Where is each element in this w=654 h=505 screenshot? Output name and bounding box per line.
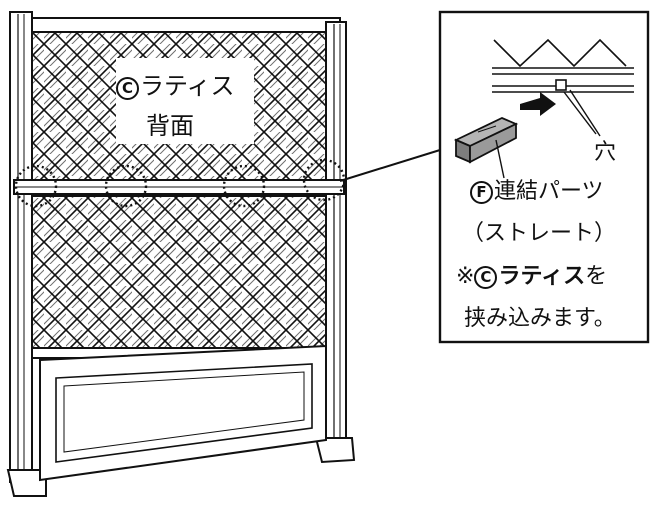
callout-frame [438, 10, 650, 344]
connection-marker [222, 164, 266, 208]
part-badge-c: C [116, 77, 139, 100]
connection-marker [104, 164, 148, 208]
lattice-side-label: 背面 [146, 112, 194, 140]
rail-hole [555, 79, 567, 91]
callout-rail [492, 67, 634, 93]
note-line-2: 挟み込みます。 [464, 306, 616, 331]
lattice-name: ラティス [140, 72, 235, 100]
note-suffix: を [585, 264, 608, 289]
fence-top-rail [21, 17, 341, 33]
connector-type: （ストレート） [462, 221, 617, 246]
connector-part-straight [453, 117, 519, 164]
insert-arrow [520, 92, 556, 116]
note-badge-c: C [474, 266, 498, 289]
hole-label: 穴 [594, 140, 617, 165]
callout-leader-line [339, 149, 441, 182]
panel-label-box [116, 58, 254, 144]
lattice-lower-panel [31, 195, 327, 349]
bottom-solid-panel [39, 344, 327, 482]
connection-marker [14, 164, 58, 208]
note-bold-text: ラティス [498, 264, 586, 289]
fence-assembly [6, 11, 441, 497]
connector-name: 連結パーツ [494, 179, 604, 204]
middle-rail [13, 179, 345, 195]
part-badge-f: F [470, 181, 493, 204]
detail-callout [438, 10, 650, 344]
note-prefix: ※ [456, 264, 475, 289]
